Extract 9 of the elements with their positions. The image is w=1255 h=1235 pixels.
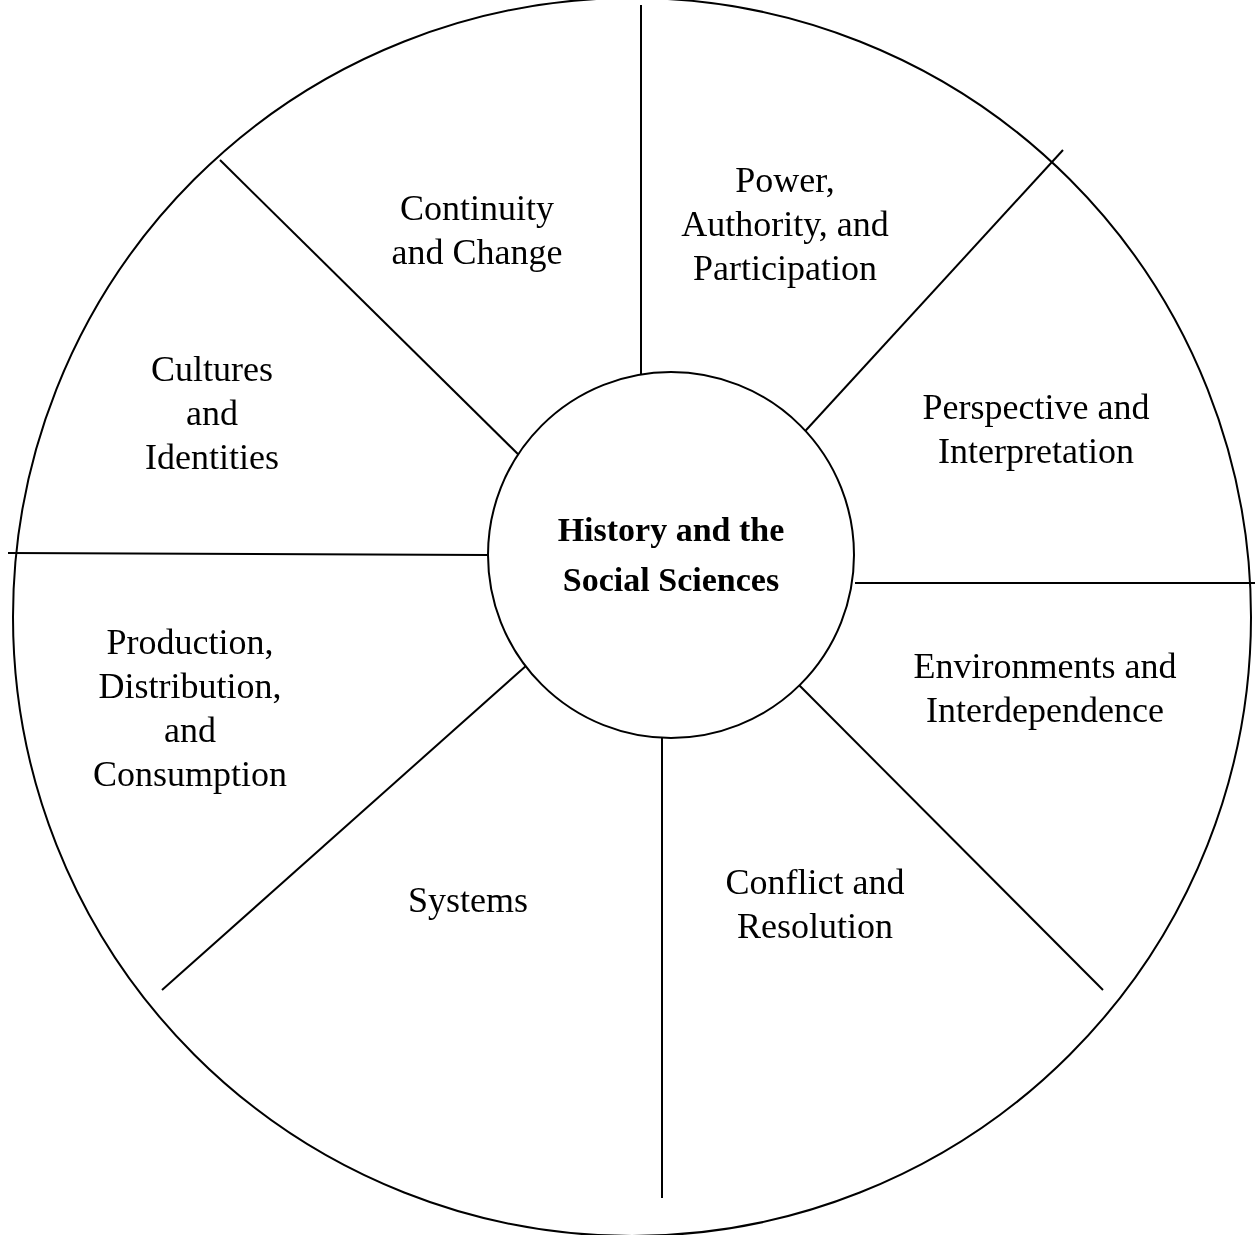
hub-title: History and the Social Sciences xyxy=(556,510,786,600)
sector-label: Systems xyxy=(408,879,528,922)
sector-label: Continuity and Change xyxy=(390,187,564,274)
sector-label: Production, Distribution, and Consumption xyxy=(92,621,288,796)
sector-label: Cultures and Identities xyxy=(144,348,280,479)
sector-label: Conflict and Resolution xyxy=(724,861,906,948)
sector-label: Perspective and Interpretation xyxy=(921,386,1151,473)
sector-label: Environments and Interdependence xyxy=(912,645,1178,732)
sector-label: Power, Authority, and Participation xyxy=(680,159,890,290)
